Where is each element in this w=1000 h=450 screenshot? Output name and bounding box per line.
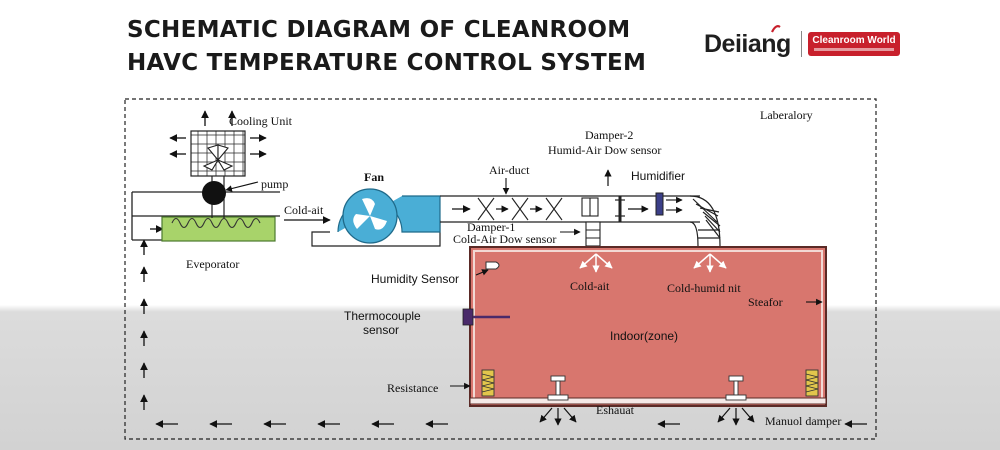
thermocouple-sensor: [462, 308, 474, 326]
evaporator-label: Eveporator: [186, 257, 239, 271]
humidity-sensor: [485, 261, 500, 270]
cold-air-zone-label: Cold-ait: [570, 279, 610, 293]
fan-label: Fan: [364, 170, 384, 184]
damper2-label: Damper-2: [585, 128, 633, 142]
pump: [202, 181, 226, 205]
title-line-1: SCHEMATIC DIAGRAM OF CLEANROOM: [127, 17, 631, 43]
brand-badge-label: Cleanroom World: [812, 35, 896, 46]
stator-label: Steafor: [748, 295, 783, 309]
brand-wordmark: Deiiang: [704, 30, 791, 58]
cooling-unit-arrows: [169, 110, 267, 158]
resistance-heater-right: [805, 369, 819, 397]
floor-plate: [469, 397, 827, 405]
air-duct-label: Air-duct: [489, 163, 530, 177]
fan-blade-icon: [353, 198, 387, 230]
indoor-zone: [469, 246, 827, 407]
resistance-label: Resistance: [387, 381, 438, 395]
elbow-duct: [689, 195, 721, 247]
brand-badge: Cleanroom World: [808, 32, 900, 56]
thermocouple-label-line1: Thermocouple: [344, 309, 421, 323]
cold-air-supply-arrows: [579, 253, 727, 273]
thermocouple-label-line2: sensor: [363, 323, 399, 337]
page-title: SCHEMATIC DIAGRAM OF CLEANROOM HAVC TEMP…: [127, 14, 646, 80]
exhaust-label: Eshauat: [596, 403, 635, 417]
return-air-arrows: [140, 225, 164, 410]
exhaust-arrows-right: [717, 407, 755, 426]
evaporator: [161, 216, 276, 242]
fan-bypass-duct: [311, 220, 441, 247]
fan: [337, 188, 441, 244]
brand-badge-tagline: [814, 48, 894, 51]
humidifier-label: Humidifier: [631, 169, 685, 183]
evaporator-coil: [171, 217, 261, 229]
exhaust-arrows-left: [539, 407, 577, 426]
cold-air-duct-label: Cold-ait: [284, 203, 324, 217]
humidifier: [655, 192, 664, 216]
cold-humid-air-label: Cold-humid nit: [667, 281, 741, 295]
brand-dot-icon: [771, 25, 781, 33]
humid-air-sensor-label: Humid-Air Dow sensor: [548, 143, 661, 157]
damper1-label: Damper-1: [467, 220, 515, 234]
pump-label: pump: [261, 177, 288, 191]
cooling-fan-icon: [202, 144, 234, 171]
air-duct-dampers: [477, 197, 563, 221]
title-line-2: HAVC TEMPERATURE CONTROL SYSTEM: [127, 50, 647, 76]
damper1: [585, 221, 601, 247]
manual-damper-label: Manuol damper: [765, 414, 841, 428]
pump-leader: [225, 181, 259, 192]
resistance-heater-left: [481, 369, 495, 397]
cooling-unit-label: Cooling Unit: [229, 114, 293, 128]
brand-divider: [801, 31, 802, 57]
indoor-zone-label: Indoor(zone): [610, 329, 678, 343]
laboratory-boundary: [124, 98, 877, 440]
humidity-sensor-label: Humidity Sensor: [371, 272, 459, 286]
exhaust-damper-right: [725, 375, 747, 401]
laboratory-label: Laberalory: [760, 108, 813, 122]
exhaust-damper-left: [547, 375, 569, 401]
cold-air-sensor-label: Cold-Air Dow sensor: [453, 232, 556, 246]
